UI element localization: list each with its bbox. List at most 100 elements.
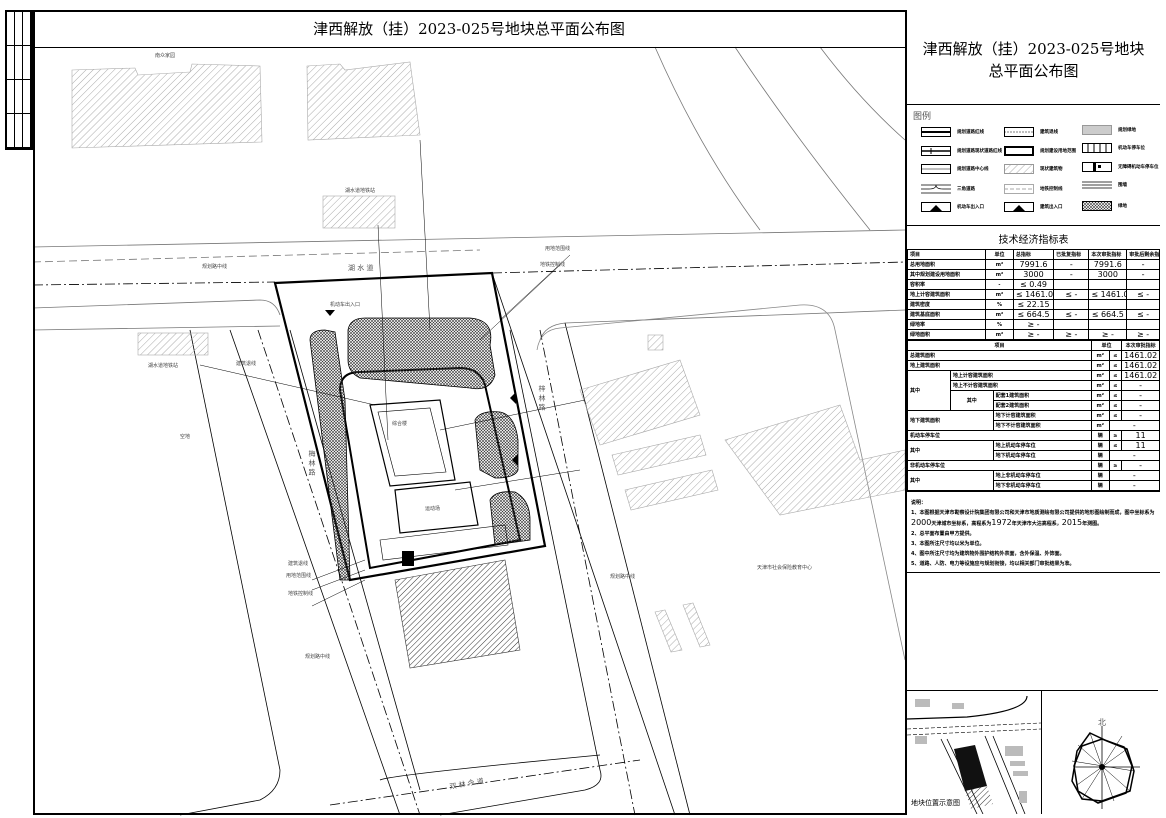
text: m² [1090,390,1110,401]
cell: ≥ - [1012,329,1055,340]
cell [1088,299,1128,310]
label-center-line-1: 规划路中线 [202,263,227,270]
drawing-title-text: 津西解放（挂）2023-025号地块总平面公布图 [313,20,625,38]
cell: - [1053,269,1090,280]
cell [1088,279,1128,290]
cell: ≤ 664.5 [1088,309,1128,320]
text: 2000 [911,518,932,527]
text: 规划道路红线 [957,130,984,135]
panel-title-line1: 津西解放（挂）2023-025号地块 [922,39,1145,58]
text: - [1121,380,1160,391]
text: m² [1090,370,1110,381]
label-center-line-3: 规划路中线 [305,653,330,660]
text: 2015 [1061,518,1083,527]
text: 建筑退线 [1040,130,1058,135]
text: ≤ [1108,410,1123,421]
row-label: 建筑基底面积 [906,309,987,320]
text: 三角道路 [957,187,975,192]
text: ≤ [1108,380,1123,391]
cell [1126,279,1160,290]
panel-title: 津西解放（挂）2023-025号地块 总平面公布图 [907,10,1160,105]
wind-rose-icon [1071,726,1140,809]
cell: m² [985,269,1014,280]
text: 总建筑面积 [907,350,1092,361]
text: 地上不计容建筑面积 [949,380,1092,391]
legend-title: 图例 [913,112,932,122]
legend: 图例 规划道路红线 规划道路现状道路红线 规划道路中心线 三角道路 机动车出入口… [907,105,1160,226]
table-row: 机动车停车位辆≥11 [907,430,1160,441]
legend-item: 规划道路现状道路红线 [921,146,1002,156]
cell [1088,319,1128,330]
text: 11 [1121,430,1160,441]
cell: ≥ - [1088,329,1128,340]
cell: ≤ - [1126,309,1160,320]
text: 地上建筑面积 [907,360,1092,371]
text: 项目 [907,340,1092,351]
location-map-drawing [906,695,1042,815]
label-building: 综合楼 [392,420,407,427]
text: 机动车出入口 [957,205,984,210]
thick-line-icon [921,127,951,137]
marked-line-icon [921,146,951,156]
legend-item: 机动车出入口 [921,202,984,212]
cell [1053,319,1090,330]
text: 地下机动车停车位 [992,450,1092,461]
notes-title: 说明： [911,500,927,506]
note-4: 4、图中所注尺寸均为建筑物外围护结构外表面，含外保温、外饰面。 [911,551,1065,557]
cell [1053,279,1090,290]
row-label: 容积率 [906,279,987,290]
cell: m² [985,309,1014,320]
cell [1053,299,1090,310]
row-label: 建筑密度 [906,299,987,310]
legend-item: 规划道路中心线 [921,164,989,174]
cell: ≤ - [1053,309,1090,320]
label-residential: 南众家园 [155,52,175,59]
note-5: 5、道路、人防、电力等设施应与规划衔接，均以相关部门审批结果为准。 [911,561,1075,567]
text: ≤ [1108,400,1123,411]
cell: % [985,319,1014,330]
table-row: 非机动车停车位辆≥- [907,460,1160,471]
cell: 7991.6 [1088,259,1128,270]
wind-rose-compass: 北 [1042,691,1159,814]
accessible-parking-icon [1082,162,1112,172]
text: 1461.02 [1121,360,1160,371]
location-map-caption: 地块位置示意图 [911,798,960,808]
text: 绿地 [1118,204,1127,209]
text: 规划道路中心线 [957,167,989,172]
text: 项目 [906,249,987,260]
text: 辆 [1090,480,1110,491]
cell: 3000 [1012,269,1055,280]
label-center-line-2: 规划路中线 [610,573,635,580]
note-3: 3、本图所注尺寸均以米为单位。 [911,541,985,547]
cell: ≤ 664.5 [1012,309,1055,320]
label-metro: 湖水道地铁站 [148,362,178,369]
legend-item: 三角道路 [921,184,975,194]
note-1: 1、本图根据天津市勘察设计院集团有限公司和天津市地质测绘有限公司提供的地形图绘制… [911,508,1156,529]
dashed-line-icon [1004,127,1034,137]
cell: 7991.6 [1012,259,1055,270]
table-header: 项目单位总指标已批复指标本次审批指标审批后剩余指标 [906,249,1160,260]
label-setback: 建筑退线 [236,360,256,367]
cell: ≤ 22.15 [1012,299,1055,310]
cell [1126,319,1160,330]
legend-item: 绿地 [1082,201,1127,211]
cell: - [985,279,1014,290]
text: 规划道路现状道路红线 [957,149,1002,154]
row-label: 绿地率 [906,319,987,330]
text: 配套2建筑面积 [992,400,1092,411]
text: 无障碍机动车停车位 [1118,165,1159,170]
text: 地上非机动车停车位 [992,470,1092,481]
text: 其中 [907,470,994,491]
dotted-fill-icon [1082,125,1112,135]
text: 辆 [1090,470,1110,481]
cell: ≥ - [1012,319,1055,330]
text: 地上机动车停车位 [992,440,1092,451]
table-row: 建筑密度%≤ 22.15 [906,299,1160,310]
text: ≤ [1108,350,1123,361]
